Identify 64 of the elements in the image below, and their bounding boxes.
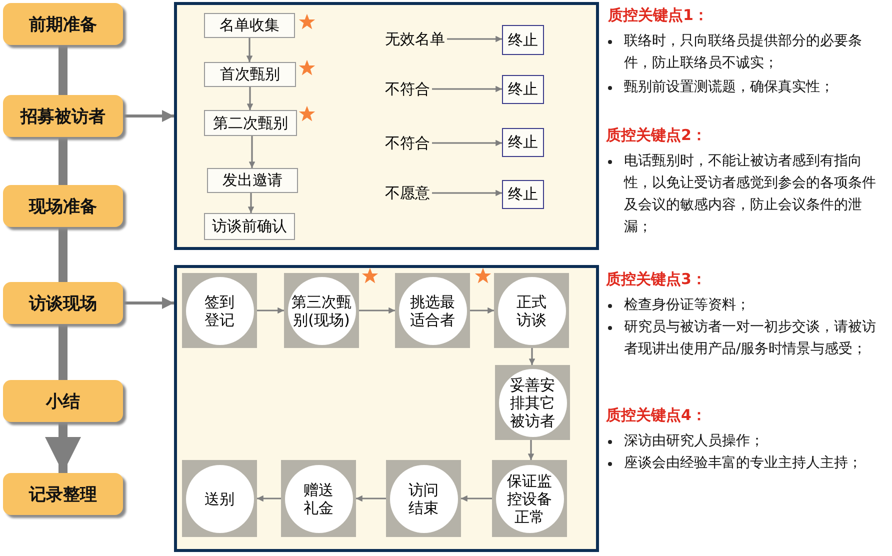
step-box: 名单收集 xyxy=(204,13,295,38)
section-heading: 质控关键点2： xyxy=(606,126,706,145)
connector-line xyxy=(58,324,68,380)
stage-box: 前期准备 xyxy=(3,3,123,45)
arrow xyxy=(432,190,502,196)
arrow xyxy=(461,495,492,502)
process-circle: 正式访谈 xyxy=(498,276,566,344)
process-circle: 挑选最适合者 xyxy=(398,276,466,344)
arrow xyxy=(248,136,256,168)
bullet-text: 电话甄别时，不能让被访者感到有指向性，以免让受访者感觉到参会的各项条件及会议的敏感内容，防止会议条件的泄漏； xyxy=(624,152,877,237)
process-circle: 赠送礼金 xyxy=(284,464,352,532)
bullet-text: 座谈会由经验丰富的专业主持人主持； xyxy=(624,454,863,473)
stage-box: 现场准备 xyxy=(3,185,123,227)
process-circle: 保证监控设备正常 xyxy=(496,464,564,532)
bullet-text: 深访由研究人员操作； xyxy=(624,432,765,451)
panel-box xyxy=(174,265,599,552)
stop-box: 终止 xyxy=(502,75,544,104)
connector-line xyxy=(58,137,68,185)
condition-text: 不愿意 xyxy=(385,182,432,204)
process-circle: 访问结束 xyxy=(390,464,458,532)
arrow xyxy=(447,36,502,42)
stop-box: 终止 xyxy=(502,128,544,157)
process-circle: 签到登记 xyxy=(186,276,254,344)
section-heading: 质控关键点1： xyxy=(608,6,708,25)
bullet-text: 检查身份证等资料； xyxy=(624,296,751,315)
connector-line xyxy=(58,45,68,95)
bullet-text: 联络时，只向联络员提供部分的必要条件，防止联络员不诚实； xyxy=(624,32,863,73)
arrow xyxy=(432,140,502,146)
process-circle: 妥善安排其它被访者 xyxy=(498,368,566,436)
arrow xyxy=(257,307,284,314)
arrow xyxy=(528,348,536,365)
connector-line xyxy=(58,227,68,282)
arrow xyxy=(123,297,174,309)
arrow xyxy=(356,495,386,502)
section-heading: 质控关键点4： xyxy=(606,406,706,425)
stop-box: 终止 xyxy=(502,25,544,55)
bullet-text: 研究员与被访者一对一初步交谈，请被访者现讲出使用产品/服务时情景与感受； xyxy=(624,318,877,359)
arrow xyxy=(470,307,494,314)
arrow xyxy=(359,307,395,314)
section-heading: 质控关键点3： xyxy=(606,270,706,289)
stop-box: 终止 xyxy=(502,180,544,209)
process-circle: 第三次甄别(现场) xyxy=(288,276,356,344)
arrow xyxy=(257,495,281,502)
step-box: 发出邀请 xyxy=(207,168,298,193)
arrow xyxy=(432,86,502,92)
panel-box xyxy=(174,2,599,250)
arrow xyxy=(246,87,254,110)
stage-box: 小结 xyxy=(3,380,123,422)
bullet-text: 甄别前设置测谎题，确保真实性； xyxy=(624,78,835,97)
arrow xyxy=(528,440,534,460)
arrow xyxy=(45,422,81,473)
arrow xyxy=(123,110,174,122)
step-box: 第二次甄别 xyxy=(204,110,297,136)
condition-text: 无效名单 xyxy=(385,28,447,50)
condition-text: 不符合 xyxy=(385,132,432,154)
step-box: 访谈前确认 xyxy=(204,213,295,240)
arrow xyxy=(246,38,253,62)
step-box: 首次甄别 xyxy=(204,62,296,87)
stage-box: 访谈现场 xyxy=(3,282,123,324)
condition-text: 不符合 xyxy=(385,78,432,100)
arrow xyxy=(248,193,254,213)
process-circle: 送别 xyxy=(186,464,254,532)
stage-box: 招募被访者 xyxy=(3,95,123,137)
stage-box: 记录整理 xyxy=(3,473,123,515)
